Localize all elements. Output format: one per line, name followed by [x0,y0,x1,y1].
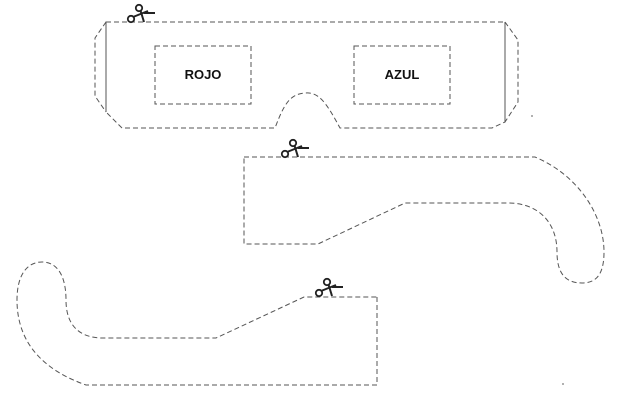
right-fold-tab [504,21,519,123]
glasses-frame-outline [105,21,506,129]
right-lens-window [353,45,451,105]
left-lens-label: ROJO [184,67,222,82]
right-temple-arm [243,156,605,284]
left-fold-tab [94,21,107,113]
left-lens-window [154,45,252,105]
scissors-icon [280,138,309,159]
right-lens-label: AZUL [384,67,420,82]
scissors-icon [314,277,343,298]
print-speck [531,115,533,117]
print-speck [562,383,564,385]
scissors-icon [126,3,155,24]
left-temple-arm [16,261,378,386]
